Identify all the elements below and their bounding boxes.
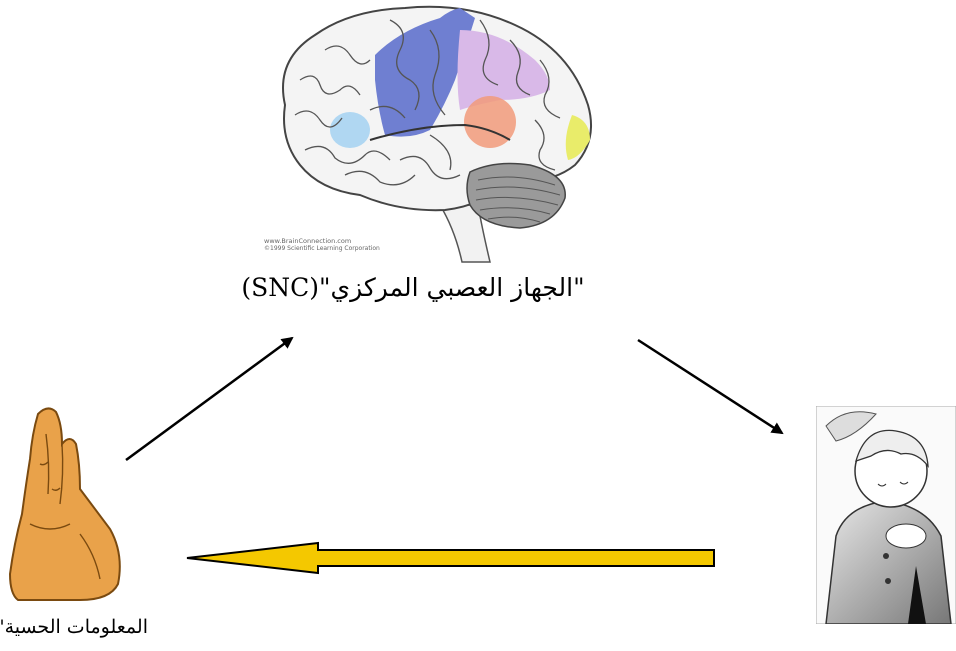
- arrow-to-child: [638, 340, 782, 433]
- arrow-to-cns: [126, 338, 292, 460]
- feedback-arrow: [187, 543, 714, 573]
